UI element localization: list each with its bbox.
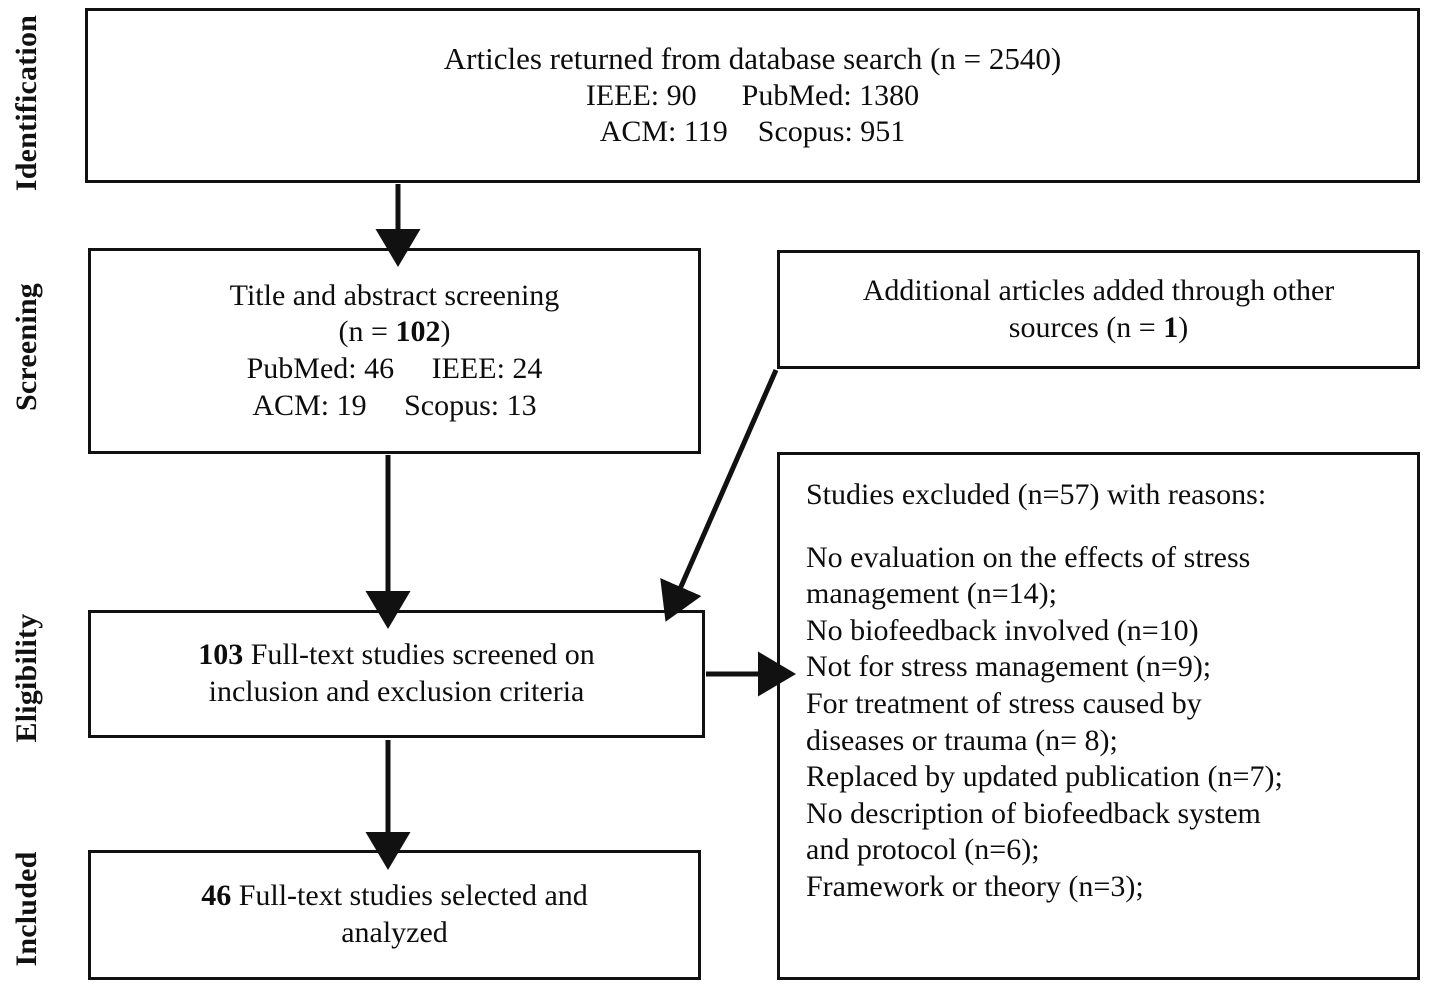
box-additional-sources: Additional articles added through other … bbox=[777, 250, 1420, 369]
screening-sources-line-2: ACM: 19 Scopus: 13 bbox=[252, 388, 537, 422]
identification-sources-line-2: ACM: 119 Scopus: 951 bbox=[599, 115, 906, 149]
included-line-2: analyzed bbox=[341, 916, 448, 949]
additional-sources-count-prefix: sources (n = bbox=[1008, 310, 1164, 344]
screening-sources-line-1: PubMed: 46 IEEE: 24 bbox=[246, 352, 543, 385]
additional-sources-line-1: Additional articles added through other bbox=[862, 273, 1335, 307]
excluded-heading: Studies excluded (n=57) with reasons: bbox=[806, 478, 1267, 511]
excluded-reason-1-line-1: No evaluation on the effects of stress bbox=[806, 540, 1251, 574]
included-line-1: 46 Full-text studies selected and bbox=[201, 878, 588, 915]
box-included: 46 Full-text studies selected and analyz… bbox=[88, 850, 701, 980]
excluded-reason-3-line-1: Not for stress management (n=9); bbox=[806, 650, 1212, 684]
eligibility-line-1: 103 Full-text studies screened on bbox=[198, 637, 595, 674]
included-count-value: 46 bbox=[201, 879, 232, 913]
eligibility-line-2: inclusion and exclusion criteria bbox=[208, 675, 585, 708]
additional-sources-count-value: 1 bbox=[1163, 310, 1179, 344]
additional-sources-count-suffix: ) bbox=[1178, 310, 1189, 344]
identification-sources-line-1: IEEE: 90 PubMed: 1380 bbox=[585, 78, 920, 112]
box-screening: Title and abstract screening (n = 102) P… bbox=[88, 248, 701, 454]
box-eligibility: 103 Full-text studies screened on inclus… bbox=[88, 610, 705, 738]
excluded-reason-6-line-1: No description of biofeedback system bbox=[806, 796, 1261, 830]
screening-count-prefix: (n = bbox=[338, 315, 396, 349]
stage-label-included: Included bbox=[10, 851, 43, 967]
excluded-reason-5-line-1: Replaced by updated publication (n=7); bbox=[806, 760, 1283, 794]
screening-count-suffix: ) bbox=[440, 315, 451, 349]
identification-title: Articles returned from database search (… bbox=[443, 41, 1062, 76]
screening-count-value: 102 bbox=[395, 315, 441, 349]
stage-label-identification: Identification bbox=[10, 14, 43, 192]
stage-label-eligibility: Eligibility bbox=[10, 613, 43, 743]
excluded-reason-1-line-2: management (n=14); bbox=[806, 577, 1058, 611]
screening-title: Title and abstract screening bbox=[229, 278, 560, 312]
included-line-1-rest: Full-text studies selected and bbox=[231, 879, 588, 913]
excluded-reason-2-line-1: No biofeedback involved (n=10) bbox=[806, 613, 1199, 647]
stage-label-screening: Screening bbox=[10, 283, 43, 411]
excluded-reason-6-line-2: and protocol (n=6); bbox=[806, 833, 1040, 867]
box-excluded-studies: Studies excluded (n=57) with reasons: No… bbox=[777, 452, 1420, 980]
additional-sources-line-2: sources (n = 1) bbox=[1009, 310, 1188, 347]
excluded-reason-4-line-2: diseases or trauma (n= 8); bbox=[806, 723, 1118, 757]
excluded-reason-4-line-1: For treatment of stress caused by bbox=[806, 686, 1202, 720]
screening-count: (n = 102) bbox=[339, 314, 451, 351]
eligibility-count-value: 103 bbox=[198, 638, 244, 672]
eligibility-line-1-rest: Full-text studies screened on bbox=[243, 638, 595, 672]
excluded-reason-7-line-1: Framework or theory (n=3); bbox=[806, 869, 1144, 903]
box-identification: Articles returned from database search (… bbox=[85, 8, 1420, 183]
